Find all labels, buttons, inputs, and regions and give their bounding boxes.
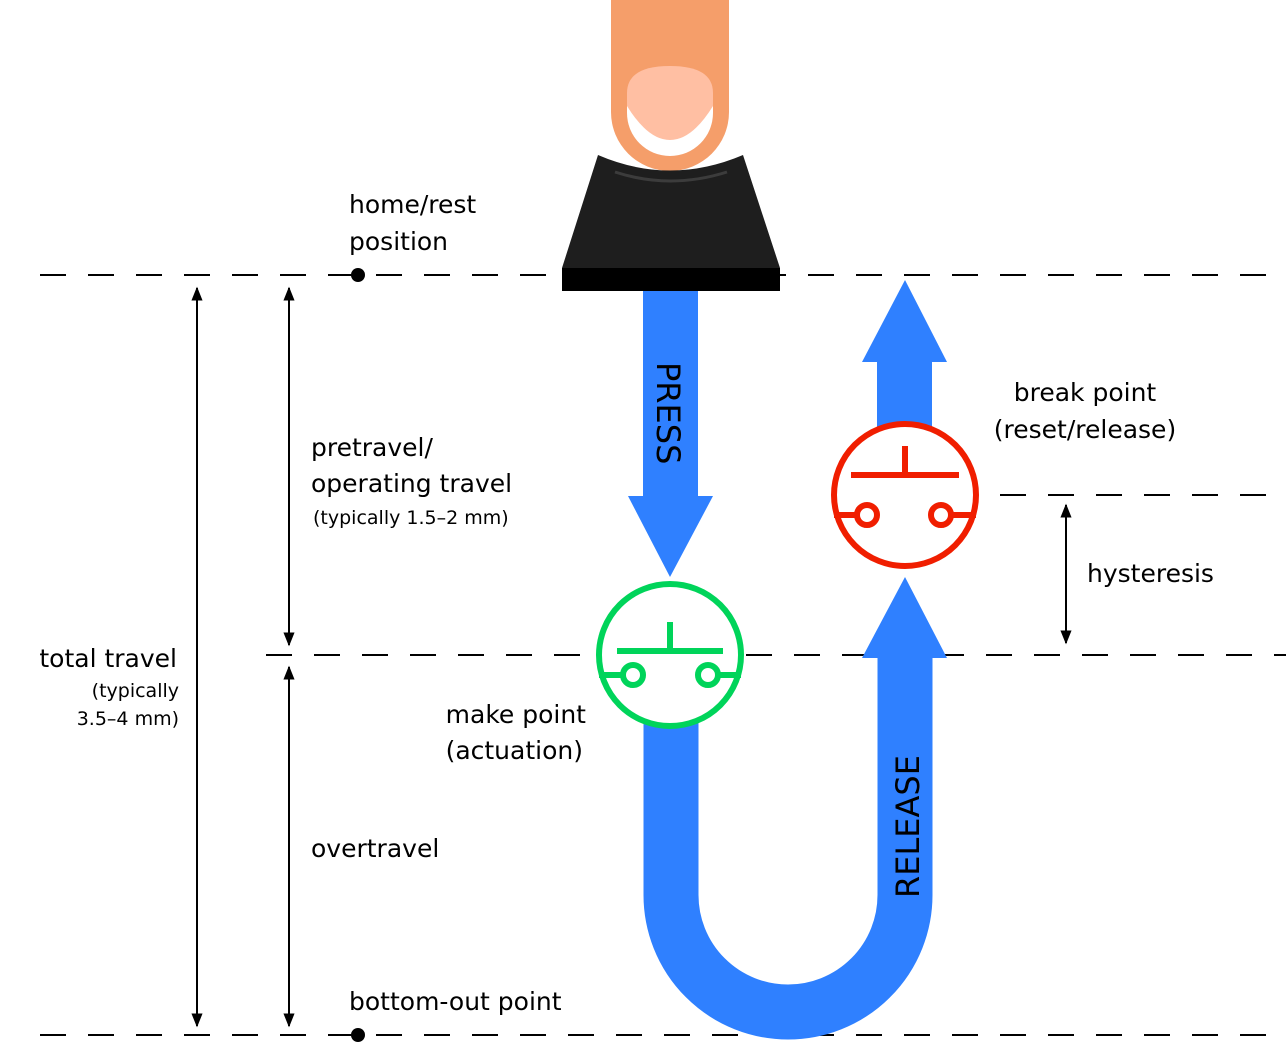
home-position-label-line1: home/rest xyxy=(349,190,476,219)
home-position-label-line2: position xyxy=(349,227,448,256)
press-label: PRESS xyxy=(649,362,687,464)
reference-lines xyxy=(40,274,1286,1036)
pretravel-label-line1: pretravel/ xyxy=(311,433,434,462)
pretravel-note: (typically 1.5–2 mm) xyxy=(313,507,509,529)
keycap-icon xyxy=(562,155,780,291)
total-travel-label: total travel xyxy=(39,644,177,673)
dimension-arrows xyxy=(191,286,1072,1028)
bottom-out-label: bottom-out point xyxy=(349,987,562,1016)
break-point-label-line2: (reset/release) xyxy=(994,415,1176,444)
total-travel-note-line1: (typically xyxy=(92,680,179,702)
release-label: RELEASE xyxy=(889,755,927,898)
total-travel-note-line2: 3.5–4 mm) xyxy=(77,708,179,730)
bottom-out-dot xyxy=(351,1028,365,1042)
press-arrow-shaft xyxy=(643,290,698,500)
break-point-label-line1: break point xyxy=(1014,378,1157,407)
finger-pressing-icon xyxy=(611,0,729,171)
overtravel-label: overtravel xyxy=(311,834,439,863)
release-arrow-shaft-top xyxy=(877,358,932,428)
make-point-label-line1: make point xyxy=(446,700,587,729)
release-arrow-head-top xyxy=(862,280,947,362)
hysteresis-label: hysteresis xyxy=(1087,559,1214,588)
make-point-switch-icon xyxy=(596,581,744,729)
make-point-label-line2: (actuation) xyxy=(446,736,583,765)
release-arrow-head-mid xyxy=(862,577,947,658)
press-arrow-head xyxy=(628,496,713,577)
break-point-switch-icon xyxy=(831,421,979,569)
pretravel-label-line2: operating travel xyxy=(311,469,512,498)
flow-u-path xyxy=(643,655,933,1040)
home-position-dot xyxy=(351,268,365,282)
